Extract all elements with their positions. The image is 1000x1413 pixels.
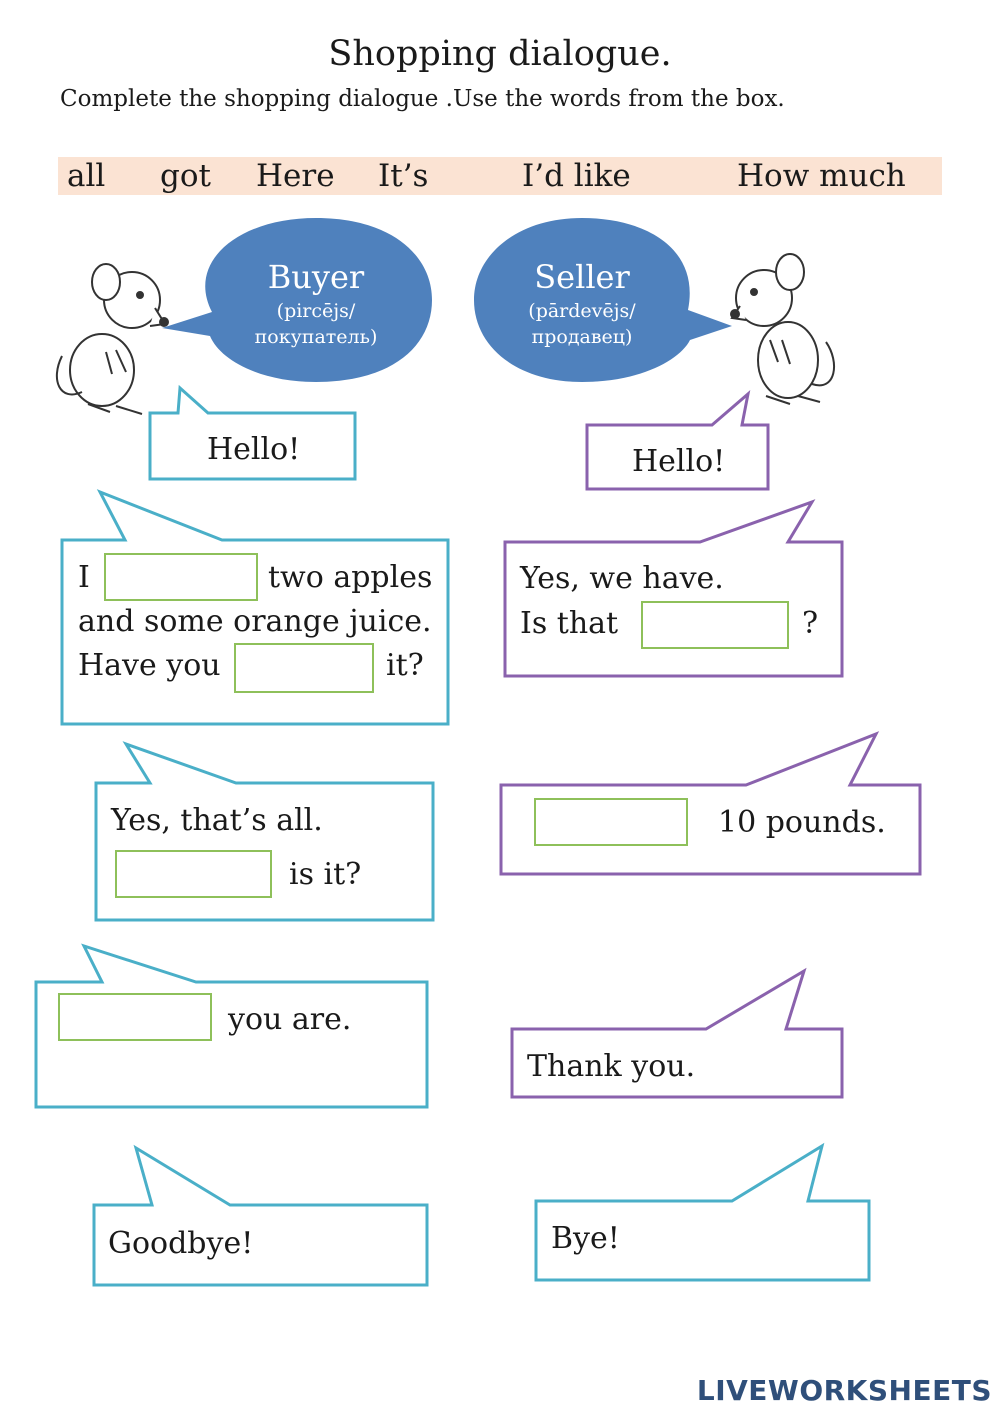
instructions: Complete the shopping dialogue .Use the … xyxy=(60,86,785,112)
word-box-item: Here xyxy=(256,158,335,194)
seller-line-text: 10 pounds. xyxy=(718,805,886,840)
buyer-role-title: Buyer xyxy=(267,258,365,296)
word-box-item: I’d like xyxy=(522,158,631,194)
buyer-line-text: and some orange juice. xyxy=(78,604,432,639)
seller-line-text: Is that xyxy=(520,606,619,641)
seller-bubble-4 xyxy=(510,967,844,1099)
seller-role-sub2: продавец) xyxy=(531,326,633,348)
buyer-role-sub2: покупатель) xyxy=(254,326,378,348)
seller-line-text: ? xyxy=(802,606,819,641)
seller-mouse-illustration xyxy=(730,253,835,405)
liveworksheets-logo: LIVEWORKSHEETS xyxy=(696,1374,992,1407)
seller-bubble-1 xyxy=(585,390,770,491)
answer-field-got[interactable] xyxy=(234,643,374,693)
word-box-item: How much xyxy=(737,158,906,194)
answer-field-all[interactable] xyxy=(641,601,789,649)
buyer-goodbye-text: Goodbye! xyxy=(108,1226,254,1261)
answer-field-id-like[interactable] xyxy=(104,553,258,601)
buyer-line-text: is it? xyxy=(289,857,362,892)
buyer-mouse-illustration xyxy=(55,263,169,415)
buyer-line-text: you are. xyxy=(228,1002,352,1037)
seller-hello-text: Hello! xyxy=(632,444,726,479)
word-box xyxy=(58,157,942,195)
buyer-line-text: Yes, that’s all. xyxy=(111,803,323,838)
seller-role-title: Seller xyxy=(534,258,630,296)
seller-role-sub1: (pārdevējs/ xyxy=(528,300,636,322)
seller-oval xyxy=(474,218,732,382)
answer-field-here[interactable] xyxy=(58,993,212,1041)
buyer-bubble-4 xyxy=(34,943,429,1109)
seller-thank-you-text: Thank you. xyxy=(527,1049,696,1084)
buyer-line-text: Have you xyxy=(78,648,221,683)
buyer-bubble-1 xyxy=(148,384,357,481)
seller-bubble-5 xyxy=(534,1142,871,1282)
buyer-hello-text: Hello! xyxy=(207,432,301,467)
buyer-line-text: two apples xyxy=(268,560,433,595)
page-title: Shopping dialogue. xyxy=(328,34,672,74)
answer-field-how-much[interactable] xyxy=(115,850,272,898)
buyer-bubble-5 xyxy=(92,1144,429,1287)
buyer-role-sub1: (pircējs/ xyxy=(276,300,356,322)
seller-line-text: Yes, we have. xyxy=(520,561,724,596)
buyer-oval xyxy=(162,218,432,382)
word-box-item: all xyxy=(67,158,106,194)
seller-bye-text: Bye! xyxy=(551,1221,620,1256)
word-box-item: It’s xyxy=(378,158,429,194)
word-box-item: got xyxy=(160,158,211,194)
answer-field-its[interactable] xyxy=(534,798,688,846)
buyer-line-text: I xyxy=(78,560,90,595)
buyer-line-text: it? xyxy=(386,648,424,683)
